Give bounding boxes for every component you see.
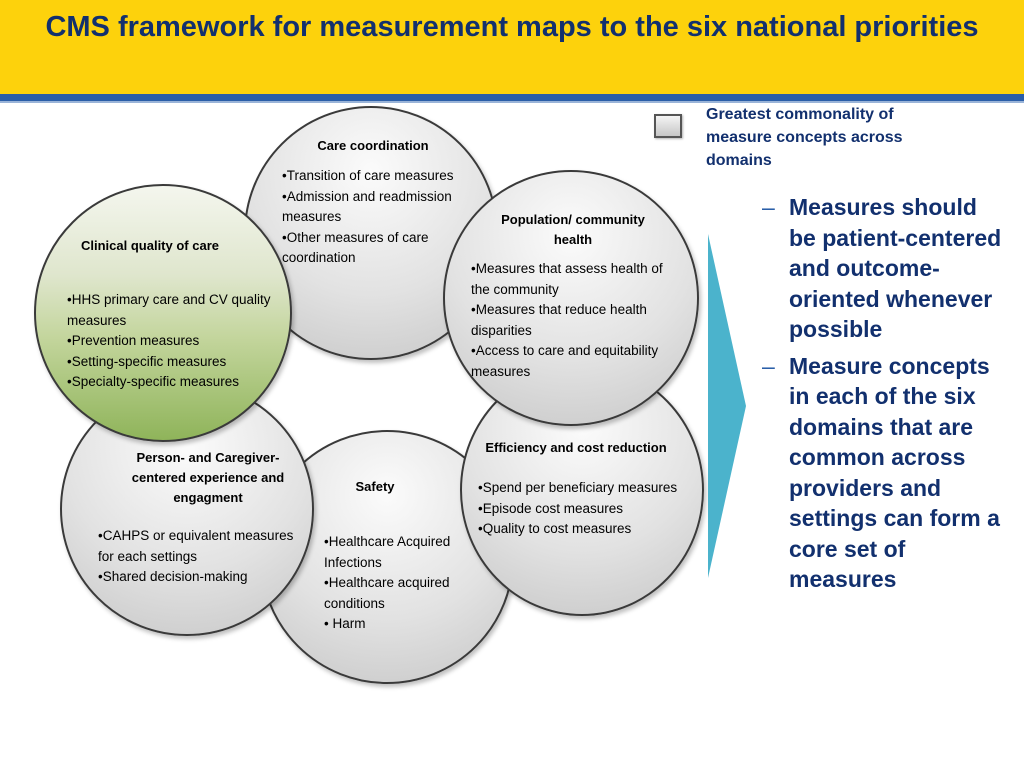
chevron-arrow-icon: [708, 234, 746, 578]
key-points-list: – Measures should be patient-centered an…: [762, 192, 1002, 601]
slide-title: CMS framework for measurement maps to th…: [45, 11, 979, 43]
domain-item: Measures that reduce health disparities: [471, 300, 685, 341]
domain-title: Person- and Caregiver-centered experienc…: [131, 450, 285, 505]
domain-item: Prevention measures: [67, 331, 277, 352]
domain-item: Other measures of care coordination: [282, 228, 462, 269]
domain-title: Efficiency and cost reduction: [485, 440, 667, 455]
domain-list: Measures that assess health of the commu…: [471, 259, 685, 382]
domain-item: Episode cost measures: [478, 499, 678, 520]
domain-title: Population/ community health: [501, 212, 645, 247]
domain-list: Spend per beneficiary measures Episode c…: [478, 478, 678, 540]
domain-list: CAHPS or equivalent measures for each se…: [98, 526, 298, 588]
title-underline-light: [0, 101, 1024, 103]
dash-bullet: –: [762, 194, 775, 220]
domain-item: Spend per beneficiary measures: [478, 478, 678, 499]
dash-bullet: –: [762, 352, 775, 379]
domain-item: Admission and readmission measures: [282, 187, 462, 228]
domain-list: Transition of care measures Admission an…: [282, 166, 462, 269]
legend-label: Greatest commonality of measure concepts…: [706, 106, 903, 169]
title-band: CMS framework for measurement maps to th…: [0, 0, 1024, 94]
title-underline: [0, 94, 1024, 101]
domain-item: Quality to cost measures: [478, 519, 678, 540]
domain-item: Healthcare acquired conditions: [324, 573, 484, 614]
key-point: – Measure concepts in each of the six do…: [762, 351, 1002, 595]
domain-title: Clinical quality of care: [81, 238, 219, 253]
domain-item: Healthcare Acquired Infections: [324, 532, 484, 573]
key-point: – Measures should be patient-centered an…: [762, 192, 1002, 345]
domain-item: Access to care and equitability measures: [471, 341, 685, 382]
domain-list: HHS primary care and CV quality measures…: [67, 290, 277, 393]
key-point-text: Measures should be patient-centered and …: [789, 194, 1002, 342]
domain-clinical-quality: Clinical quality of care HHS primary car…: [34, 184, 292, 442]
domain-population-health: Population/ community health Measures th…: [443, 170, 699, 426]
domain-item: CAHPS or equivalent measures for each se…: [98, 526, 298, 567]
domain-title: Safety: [355, 479, 395, 494]
key-point-text: Measure concepts in each of the six doma…: [789, 352, 1000, 593]
domain-item: Shared decision-making: [98, 567, 298, 588]
domain-list: Healthcare Acquired Infections Healthcar…: [324, 532, 484, 635]
domain-item: Transition of care measures: [282, 166, 462, 187]
domain-item: HHS primary care and CV quality measures: [67, 290, 277, 331]
domain-item: Measures that assess health of the commu…: [471, 259, 685, 300]
domain-item: Harm: [324, 614, 484, 635]
domain-title: Care coordination: [317, 138, 429, 153]
domain-item: Setting-specific measures: [67, 352, 277, 373]
domain-item: Specialty-specific measures: [67, 372, 277, 393]
legend-swatch: [654, 114, 682, 138]
